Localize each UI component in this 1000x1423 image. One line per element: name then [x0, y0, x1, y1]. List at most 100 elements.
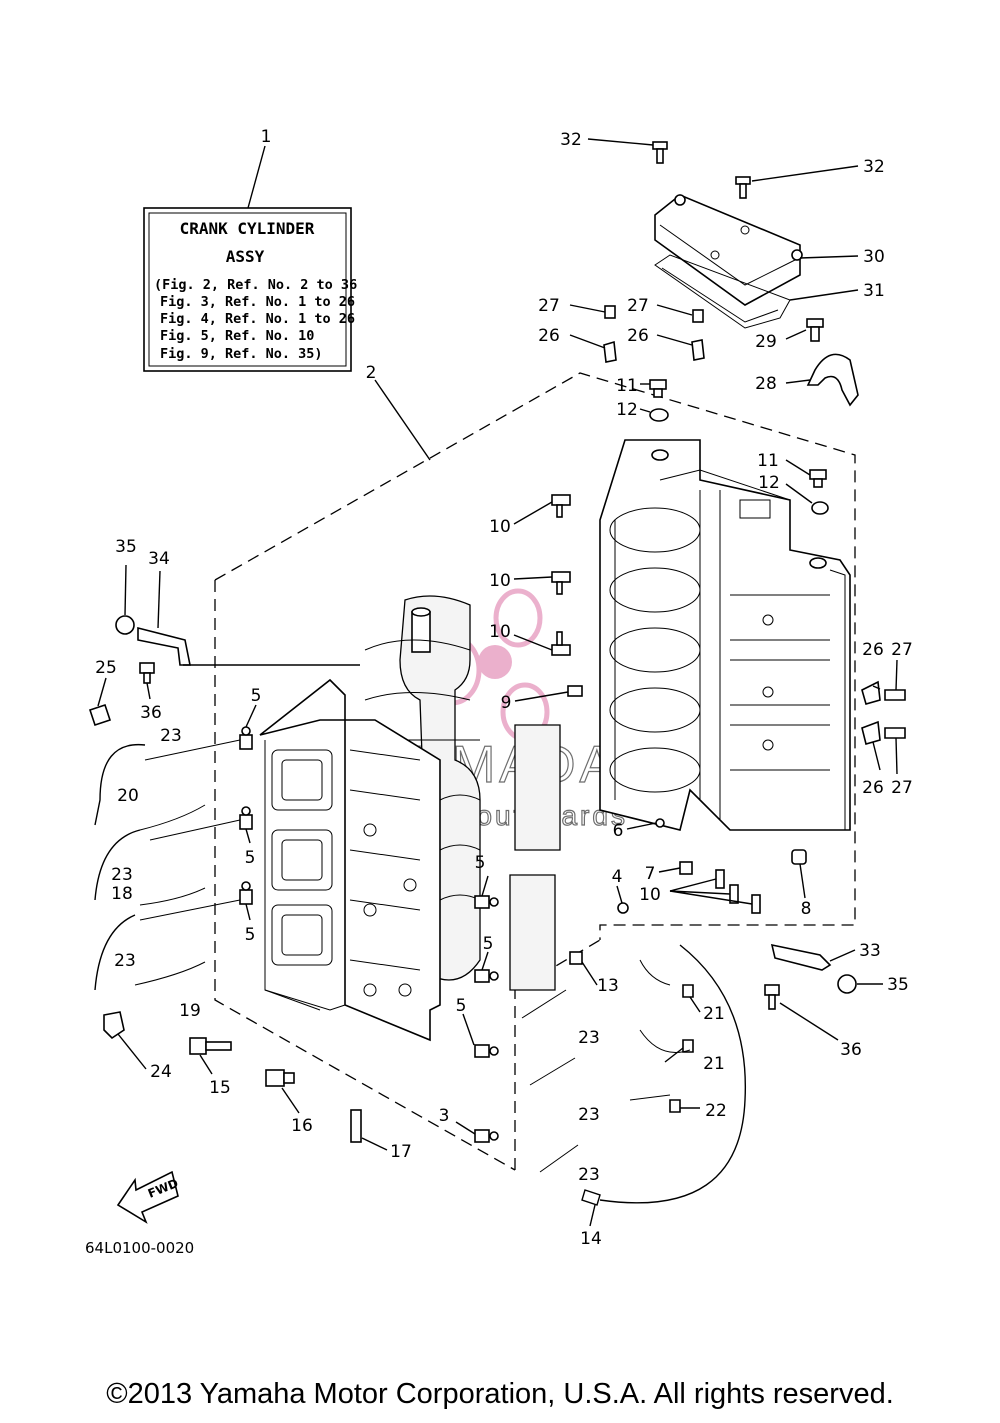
washer-icon [115, 615, 135, 635]
clip-icon [103, 1011, 125, 1040]
callout-labels: 1 2 3 4 5 5 5 5 5 5 6 7 8 9 10 10 10 10 … [95, 127, 913, 1249]
hose-end-icon [669, 1099, 681, 1113]
bolt-icon [139, 662, 155, 684]
cylinder-block-drawing [599, 439, 851, 831]
callout-label: 16 [291, 1116, 313, 1136]
bolt-icon [764, 984, 780, 1010]
callout-label: 21 [703, 1054, 725, 1074]
callout-label: 35 [887, 975, 909, 995]
callout-label: 23 [578, 1165, 600, 1185]
callout-label: 2 [366, 363, 377, 383]
collar-icon [791, 849, 807, 865]
fitting-icon [239, 726, 253, 750]
fitting-icon [551, 571, 571, 595]
screw-icon [884, 727, 906, 739]
lever-icon [137, 626, 191, 666]
callout-label: 7 [645, 864, 656, 884]
callout-label: 11 [616, 376, 638, 396]
callout-label: 15 [209, 1078, 231, 1098]
callout-label: 14 [580, 1229, 602, 1249]
bracket-icon [806, 353, 859, 407]
callout-label: 35 [115, 537, 137, 557]
callout-label: 3 [439, 1106, 450, 1126]
callout-label: 5 [483, 934, 494, 954]
fitting-icon [551, 631, 571, 656]
callout-label: 10 [489, 571, 511, 591]
watermark-logo-icon [478, 645, 512, 679]
crankcase-drawing [259, 678, 441, 1042]
bolt-icon [652, 141, 668, 164]
info-box: CRANK CYLINDER ASSY (Fig. 2, Ref. No. 2 … [143, 207, 357, 372]
callout-label: 4 [612, 867, 623, 887]
callout-label: 20 [117, 786, 139, 806]
callout-label: 21 [703, 1004, 725, 1024]
callout-label: 12 [616, 400, 638, 420]
callout-label: 5 [245, 925, 256, 945]
copyright-notice: ©2013 Yamaha Motor Corporation, U.S.A. A… [106, 1378, 894, 1410]
hose-end-icon [682, 984, 694, 998]
callout-label: 17 [390, 1142, 412, 1162]
info-box-ref-line: Fig. 9, Ref. No. 35) [160, 346, 323, 362]
callout-label: 26 [627, 326, 649, 346]
fitting-icon [474, 1129, 499, 1143]
bolt-icon [189, 1037, 232, 1055]
callout-label: 23 [111, 865, 133, 885]
leader-lines [97, 138, 898, 1227]
callout-label: 22 [705, 1101, 727, 1121]
callout-label: 10 [489, 517, 511, 537]
plug-icon [809, 469, 827, 488]
clip-icon [861, 720, 881, 745]
callout-label: 26 [862, 640, 884, 660]
callout-label: 19 [179, 1001, 201, 1021]
callout-label: 29 [755, 332, 777, 352]
hose-icon [94, 914, 136, 991]
plug-icon [567, 685, 583, 697]
callout-label: 5 [251, 686, 262, 706]
dowel-icon [679, 861, 693, 875]
callout-label: 28 [755, 374, 777, 394]
callout-label: 23 [578, 1105, 600, 1125]
fitting-icon [239, 881, 253, 905]
callout-label: 27 [627, 296, 649, 316]
bolt-icon [735, 176, 751, 199]
callout-label: 32 [560, 130, 582, 150]
callout-label: 1 [261, 127, 272, 147]
pin-icon [617, 902, 629, 914]
hose-icon [94, 743, 146, 826]
callout-label: 9 [501, 693, 512, 713]
callout-label: 10 [639, 885, 661, 905]
callout-label: 32 [863, 157, 885, 177]
screw-icon [692, 309, 704, 323]
screw-icon [604, 305, 616, 319]
fitting-icon [474, 969, 499, 983]
callout-label: 23 [578, 1028, 600, 1048]
cover-plate-drawing [654, 194, 803, 329]
dowel-icon [655, 818, 665, 828]
callout-label: 36 [140, 703, 162, 723]
bolt-icon [265, 1069, 295, 1087]
callout-label: 6 [613, 821, 624, 841]
clip-icon [88, 703, 112, 727]
washer-icon [649, 408, 669, 422]
callout-label: 11 [757, 451, 779, 471]
callout-label: 23 [114, 951, 136, 971]
callout-label: 5 [456, 996, 467, 1016]
hose-icon [581, 1189, 601, 1206]
callout-label: 26 [862, 778, 884, 798]
info-box-ref-line: Fig. 5, Ref. No. 10 [160, 328, 314, 344]
washer-icon [811, 501, 829, 515]
callout-label: 5 [245, 848, 256, 868]
clip-icon [861, 680, 881, 705]
callout-label: 27 [538, 296, 560, 316]
callout-label: 33 [859, 941, 881, 961]
stud-icon [350, 1109, 362, 1143]
diagram-code: 64L0100-0020 [85, 1239, 194, 1257]
clip-icon [691, 339, 705, 361]
callout-label: 31 [863, 281, 885, 301]
fitting-icon [715, 869, 761, 914]
info-box-ref-line: Fig. 4, Ref. No. 1 to 26 [160, 311, 355, 327]
fitting-icon [474, 895, 499, 909]
callout-label: 5 [475, 853, 486, 873]
callout-label: 12 [758, 473, 780, 493]
